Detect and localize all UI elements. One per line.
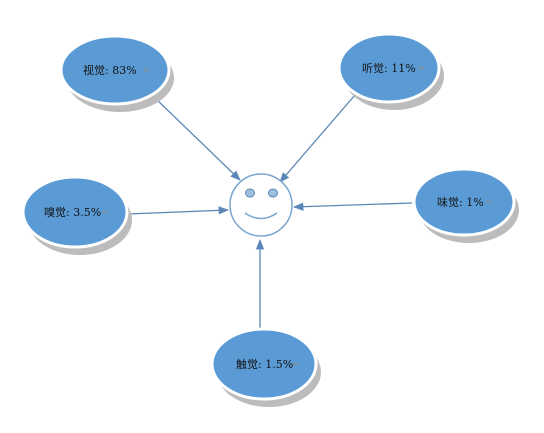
node-smell-label: 嗅觉: 3.5% — [44, 205, 101, 219]
node-hearing-label: 听觉: 11% — [362, 62, 416, 75]
node-touch: 触觉: 1.5% ↵ — [210, 327, 321, 407]
smiley-face-icon — [229, 173, 293, 237]
smile — [244, 212, 278, 220]
node-hearing: 听觉: 11% ↵ — [337, 32, 444, 110]
arrows — [127, 94, 413, 328]
arrow-taste-to-face — [292, 202, 413, 211]
right-eye — [268, 188, 278, 198]
arrow-hearing-to-face — [279, 94, 356, 183]
node-vision: 视觉: 83% ↵ — [59, 34, 174, 112]
paragraph-mark-icon: ↵ — [102, 208, 110, 218]
paragraph-mark-icon: ↵ — [418, 64, 426, 74]
paragraph-mark-icon: ↵ — [143, 66, 151, 76]
node-vision-label: 视觉: 83% — [83, 63, 137, 77]
node-taste-label: 味觉: 1% — [437, 196, 484, 209]
paragraph-mark-icon: ↵ — [486, 198, 494, 208]
arrow-smell-to-face — [127, 206, 230, 215]
left-eye — [245, 188, 255, 198]
arrow-vision-to-face — [154, 97, 241, 181]
node-smell: 嗅觉: 3.5% ↵ — [21, 175, 132, 255]
paragraph-mark-icon: ↵ — [292, 360, 300, 370]
node-taste: 味觉: 1% ↵ — [412, 167, 519, 243]
node-touch-label: 触觉: 1.5% — [236, 357, 293, 371]
